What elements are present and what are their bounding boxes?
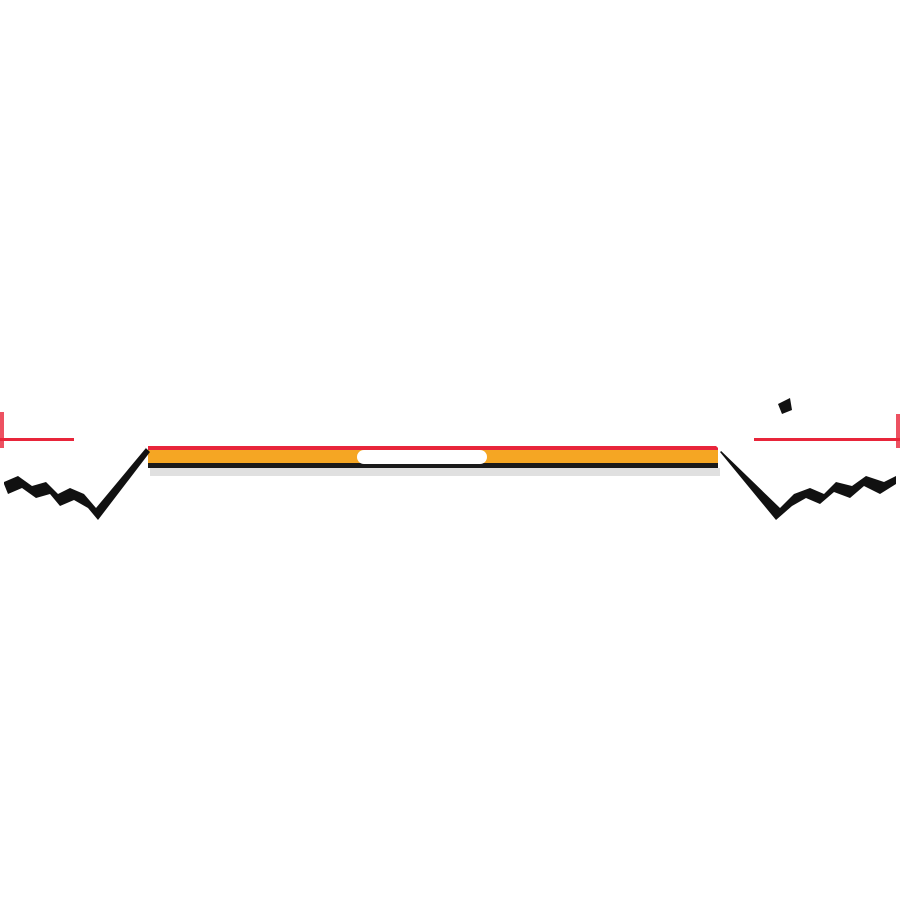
- right-edge-mark: [896, 414, 900, 448]
- shaft-top-stripe: [148, 446, 718, 450]
- shaft-highlight: [357, 450, 487, 464]
- right-fletching-line: [754, 438, 900, 441]
- left-edge-mark: [0, 412, 4, 448]
- left-fletching-body: [0, 392, 146, 508]
- right-fletching-tick: [778, 398, 792, 414]
- shaft-bottom-stripe: [148, 462, 718, 468]
- right-fletching: [716, 390, 900, 520]
- left-fletching: [0, 392, 150, 520]
- right-fletching-body: [716, 390, 900, 508]
- shaft-shadow: [150, 468, 720, 476]
- left-fletching-line: [0, 438, 74, 441]
